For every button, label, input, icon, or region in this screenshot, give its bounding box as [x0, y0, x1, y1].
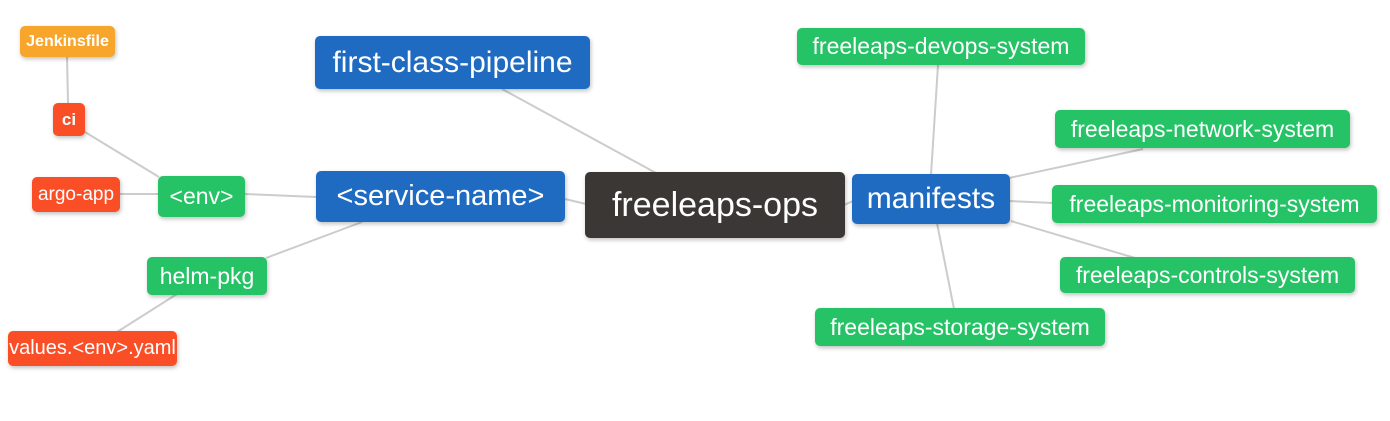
node-label: helm-pkg — [159, 262, 255, 289]
edge-env-service_name — [244, 193, 317, 198]
node-label: <service-name> — [336, 180, 545, 212]
edge-freeleaps_ops-manifests — [843, 200, 854, 206]
node-label: freeleaps-network-system — [1070, 115, 1335, 142]
node-values-env-yaml[interactable]: values.<env>.yaml — [8, 331, 177, 366]
node-label: freeleaps-ops — [611, 185, 818, 224]
node-jenkinsfile[interactable]: Jenkinsfile — [20, 26, 115, 57]
edge-devops_system-manifests — [930, 64, 939, 176]
edge-manifests-network_system — [1008, 148, 1144, 179]
node-helm-pkg[interactable]: helm-pkg — [147, 257, 267, 295]
node-label: freeleaps-storage-system — [830, 313, 1090, 340]
node-freeleaps-storage-system[interactable]: freeleaps-storage-system — [815, 308, 1105, 346]
node-label: first-class-pipeline — [332, 45, 573, 79]
node-service-name[interactable]: <service-name> — [316, 171, 565, 222]
edge-manifests-controls_system — [1010, 220, 1136, 259]
node-label: ci — [61, 109, 77, 129]
node-label: freeleaps-monitoring-system — [1069, 190, 1360, 217]
node-manifests[interactable]: manifests — [852, 174, 1010, 224]
node-env[interactable]: <env> — [158, 176, 245, 217]
node-label: <env> — [169, 183, 234, 209]
edge-service_name-freeleaps_ops — [564, 198, 587, 205]
edge-manifests-storage_system — [936, 222, 955, 310]
node-freeleaps-monitoring-system[interactable]: freeleaps-monitoring-system — [1052, 185, 1377, 223]
node-label: values.<env>.yaml — [9, 337, 176, 359]
node-first-class-pipeline[interactable]: first-class-pipeline — [315, 36, 590, 89]
node-label: freeleaps-devops-system — [812, 33, 1070, 59]
edge-ci-env — [84, 131, 160, 178]
node-freeleaps-devops-system[interactable]: freeleaps-devops-system — [797, 28, 1085, 65]
node-argo-app[interactable]: argo-app — [32, 177, 120, 212]
node-freeleaps-controls-system[interactable]: freeleaps-controls-system — [1060, 257, 1355, 293]
node-freeleaps-network-system[interactable]: freeleaps-network-system — [1055, 110, 1350, 148]
edge-helm_pkg-values_env_yaml — [116, 293, 178, 333]
edge-manifests-monitoring_system — [1008, 200, 1054, 204]
node-label: freeleaps-controls-system — [1075, 261, 1340, 288]
node-ci[interactable]: ci — [53, 103, 85, 136]
edge-service_name-helm_pkg — [265, 221, 363, 259]
node-label: Jenkinsfile — [26, 32, 109, 50]
node-freeleaps-ops-root[interactable]: freeleaps-ops — [585, 172, 845, 238]
node-label: argo-app — [37, 183, 115, 205]
edge-jenkinsfile-ci — [66, 56, 69, 104]
edge-first_class_pipeline-freeleaps_ops — [501, 88, 657, 174]
node-label: manifests — [866, 182, 996, 215]
